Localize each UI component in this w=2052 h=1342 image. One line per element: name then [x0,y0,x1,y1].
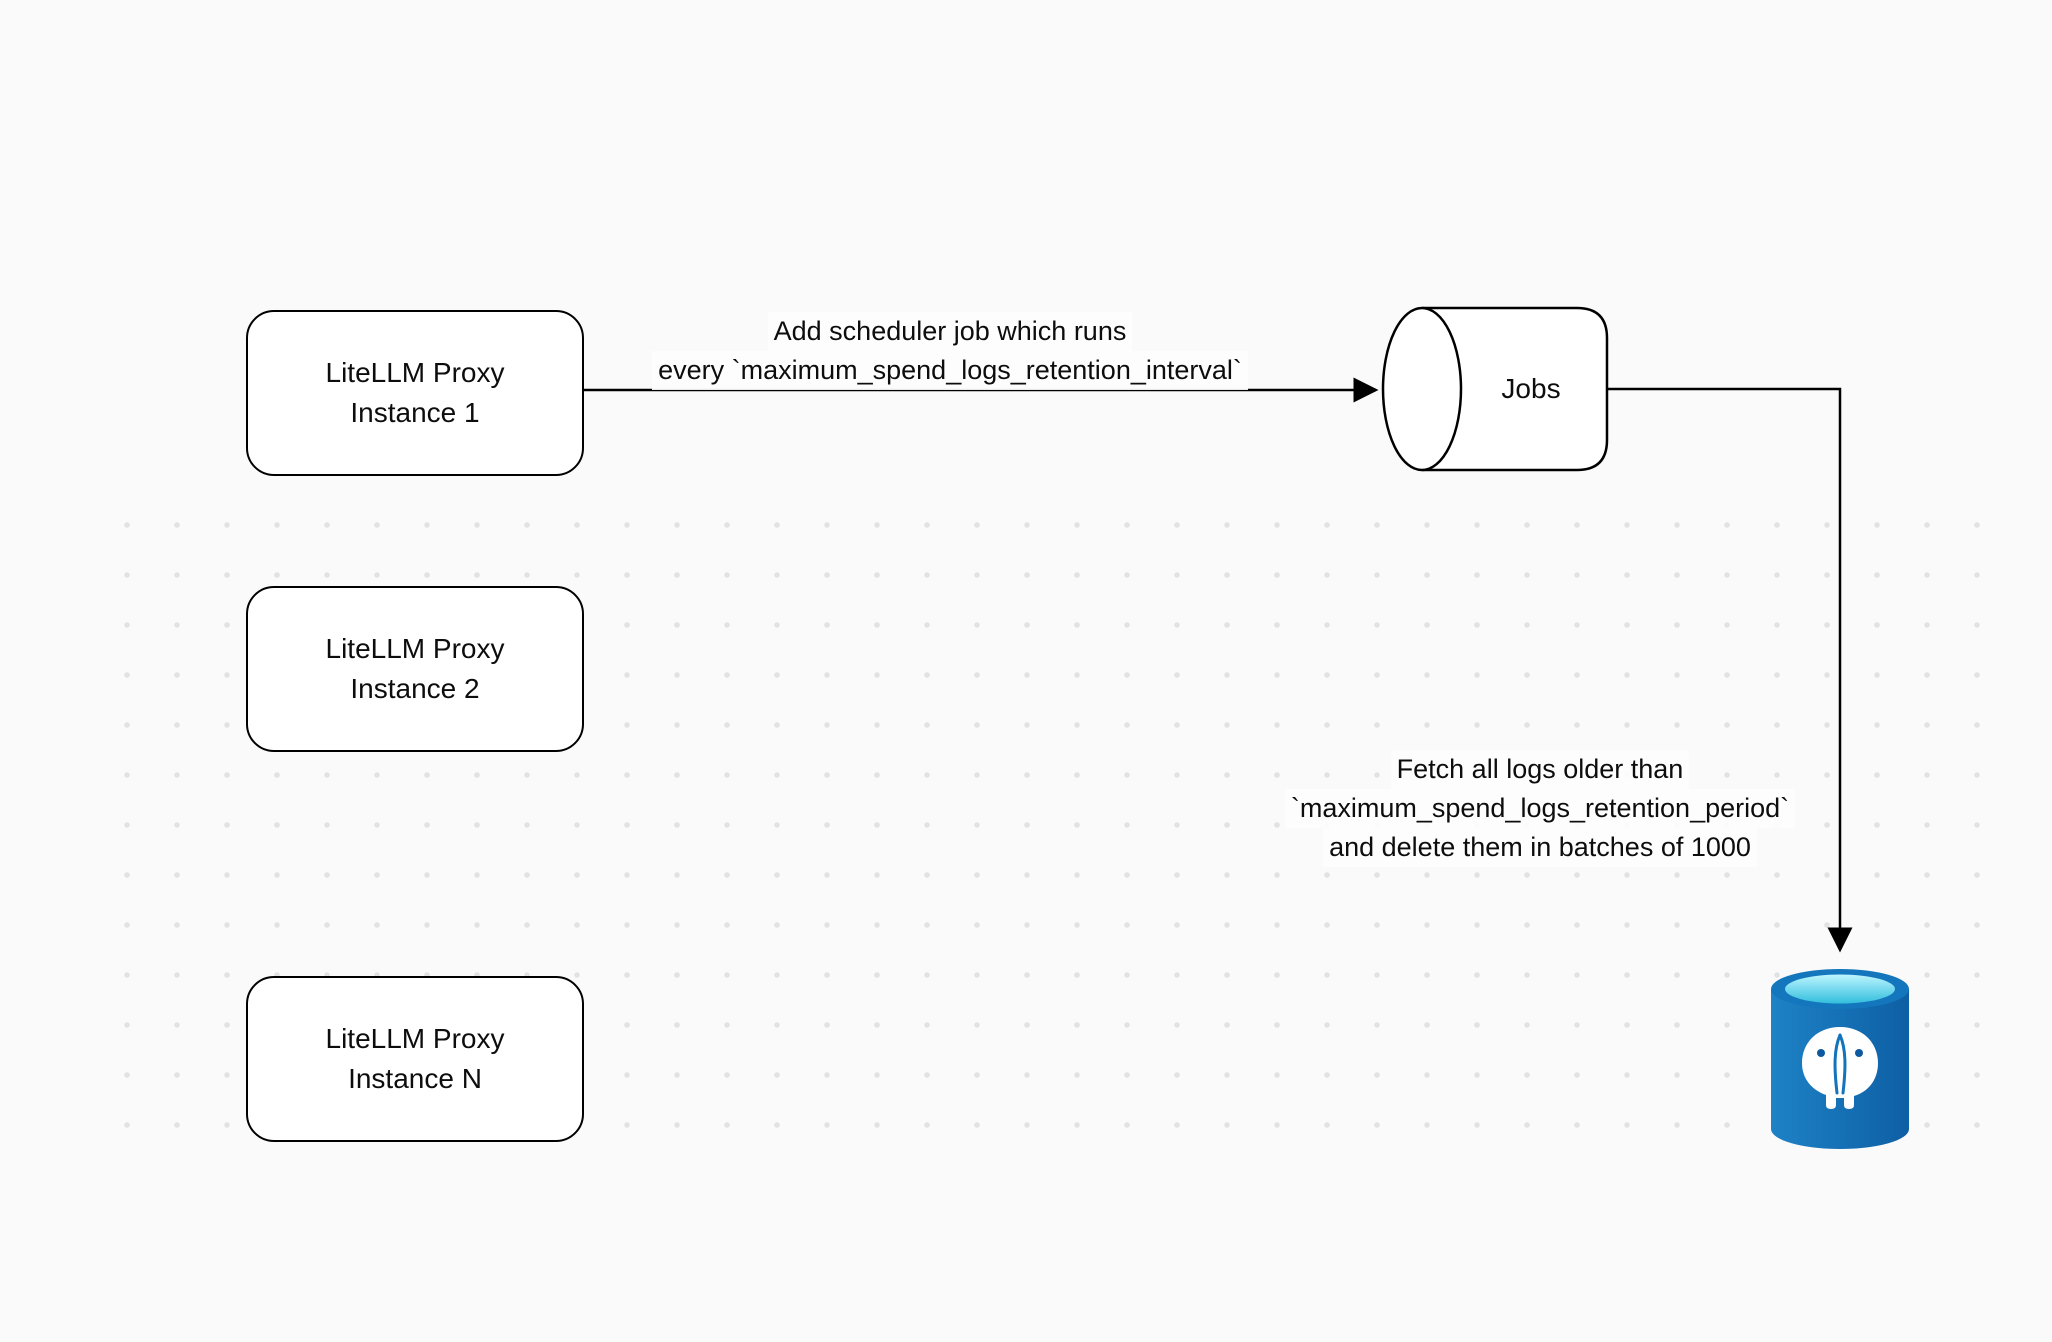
node-label-line: Instance N [348,1063,482,1094]
postgresql-icon [1771,969,1909,1149]
edge-label-cleanup: Fetch all logs older than `maximum_spend… [1170,750,1910,867]
node-label-line: LiteLLM Proxy [325,1023,505,1054]
edge-label-line: every `maximum_spend_logs_retention_inte… [652,351,1248,390]
edge-label-line: and delete them in batches of 1000 [1323,828,1757,867]
jobs-node-label: Jobs [1501,373,1561,404]
node-postgres-database [1765,965,1915,1155]
node-label-line: LiteLLM Proxy [325,357,505,388]
arrow-jobs-to-postgres [1608,387,1853,953]
node-jobs-queue: Jobs [1380,305,1610,473]
edge-label-line: Add scheduler job which runs [767,312,1133,351]
edge-label-line: `maximum_spend_logs_retention_period` [1284,789,1796,828]
node-litellm-proxy-instance-n: LiteLLM Proxy Instance N [246,976,584,1142]
edge-label-scheduler: Add scheduler job which runs every `maxi… [480,312,1420,390]
node-litellm-proxy-instance-1: LiteLLM Proxy Instance 1 [246,310,584,476]
node-label-line: Instance 2 [350,673,480,704]
node-litellm-proxy-instance-2: LiteLLM Proxy Instance 2 [246,586,584,752]
queue-cylinder-shape [1381,306,1609,472]
node-label-line: LiteLLM Proxy [325,633,505,664]
node-label-line: Instance 1 [350,397,480,428]
edge-label-line: Fetch all logs older than [1390,750,1690,789]
